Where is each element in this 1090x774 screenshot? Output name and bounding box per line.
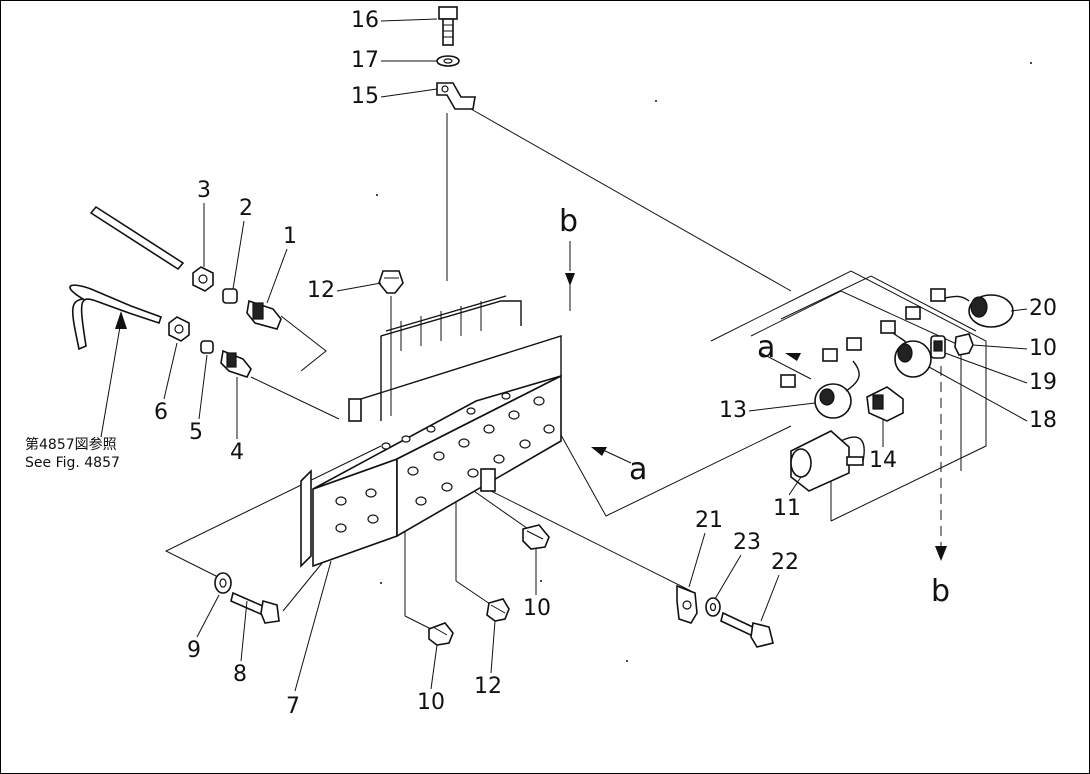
label-12-upper: 12 — [307, 278, 335, 303]
plug-12-upper — [378, 270, 404, 294]
label-19: 19 — [1029, 370, 1057, 395]
label-23: 23 — [733, 530, 761, 555]
label-13: 13 — [719, 398, 747, 423]
label-1: 1 — [283, 224, 297, 249]
fitting-4 — [220, 349, 252, 378]
pump-11 — [790, 430, 865, 492]
letter-a-right: a — [757, 330, 775, 365]
label-18: 18 — [1029, 408, 1057, 433]
label-2: 2 — [239, 196, 253, 221]
label-8: 8 — [233, 662, 247, 687]
switch-14 — [866, 386, 904, 422]
plug-12-lower — [486, 598, 510, 622]
solenoid-20 — [905, 288, 1014, 328]
label-20: 20 — [1029, 296, 1057, 321]
letter-b-top: b — [559, 204, 578, 239]
bolt-8 — [230, 591, 280, 624]
arrow-heads — [115, 273, 947, 561]
bolt-16 — [438, 6, 458, 46]
bracket-21 — [676, 584, 698, 624]
label-14: 14 — [869, 448, 897, 473]
label-17: 17 — [351, 48, 379, 73]
label-21: 21 — [695, 508, 723, 533]
part-labels: 16 17 15 3 2 1 12 6 5 4 9 8 7 10 12 10 2… — [154, 8, 1057, 719]
reference-note-jp: 第4857図参照 — [25, 436, 117, 453]
switch-19 — [930, 335, 946, 359]
sleeve-2 — [222, 288, 238, 304]
label-10-right: 10 — [1029, 336, 1057, 361]
hose-lower — [69, 284, 163, 351]
nut-6 — [168, 316, 190, 342]
nut-3 — [192, 266, 214, 292]
reference-note: 第4857図参照 See Fig. 4857 — [25, 320, 122, 471]
bracket-15 — [436, 82, 476, 110]
label-22: 22 — [771, 550, 799, 575]
washer-17 — [436, 55, 460, 67]
label-16: 16 — [351, 8, 379, 33]
washer-23 — [705, 597, 721, 617]
assembly-lines — [164, 108, 987, 632]
reference-note-en: See Fig. 4857 — [25, 455, 120, 471]
letter-a-left: a — [629, 452, 647, 487]
label-5: 5 — [189, 420, 203, 445]
plug-10-lower-left — [428, 622, 454, 646]
sleeve-5 — [200, 340, 214, 354]
fitting-1 — [246, 299, 282, 330]
solenoid-13 — [780, 360, 860, 419]
label-12-lower: 12 — [474, 674, 502, 699]
label-4: 4 — [230, 440, 244, 465]
bolt-22 — [720, 611, 774, 648]
label-6: 6 — [154, 400, 168, 425]
plug-10-right — [954, 333, 974, 356]
valve-block — [300, 295, 562, 568]
solenoid-18 — [822, 320, 932, 378]
label-9: 9 — [187, 638, 201, 663]
label-7: 7 — [286, 694, 300, 719]
pipe-upper — [89, 205, 185, 271]
label-3: 3 — [197, 178, 211, 203]
label-10-lower-right: 10 — [523, 596, 551, 621]
washer-9 — [214, 572, 232, 594]
label-10-lower-left: 10 — [417, 690, 445, 715]
scan-specks — [376, 62, 1032, 662]
letter-b-bottom: b — [931, 574, 950, 609]
connection-letters: b b a a — [559, 204, 950, 609]
label-15: 15 — [351, 84, 379, 109]
plug-10-lower-right — [522, 524, 550, 550]
label-11: 11 — [773, 496, 801, 521]
